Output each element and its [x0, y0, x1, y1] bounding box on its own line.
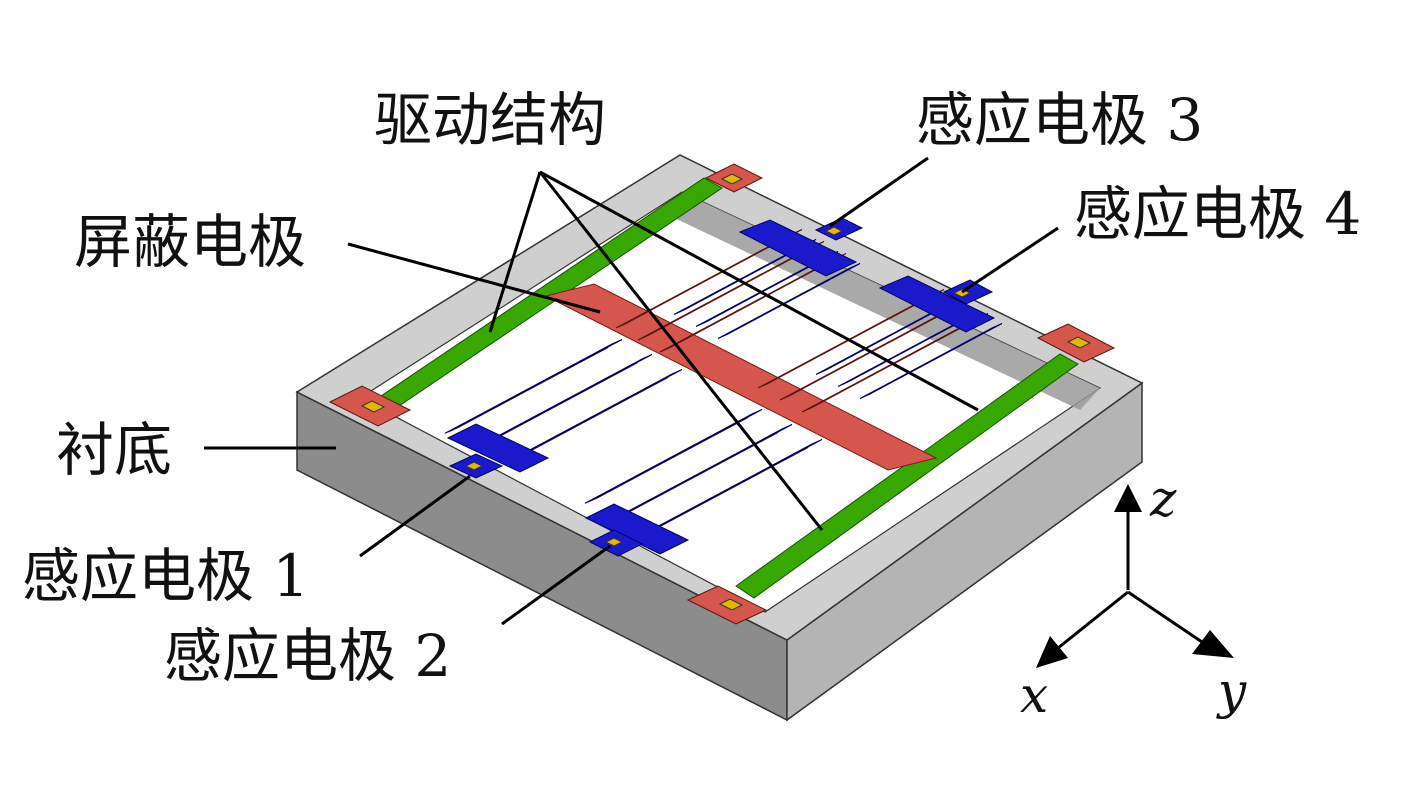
anchor-pads: [328, 163, 1116, 625]
leader-sense4: [961, 226, 1059, 294]
axis-y-arrow: [1192, 630, 1234, 658]
sense-pad-1: [448, 453, 504, 479]
sense-electrodes: [444, 219, 1003, 555]
drive-beam-2: [735, 353, 1079, 599]
leader-drive-c: [539, 170, 979, 412]
sense-3-bar: [738, 219, 858, 277]
leader-sense1: [359, 474, 471, 558]
sense-1-finger: [444, 339, 623, 434]
leader-shield: [347, 242, 601, 314]
leader-drive-a: [488, 171, 542, 333]
label-shield-electrode: 屏蔽电极: [74, 208, 306, 276]
axis-z-arrow: [1114, 484, 1142, 512]
label-sense-electrode-4: 感应电极 4: [1074, 180, 1361, 248]
leader-sense2: [501, 544, 611, 626]
sense-pad-3: [814, 217, 864, 241]
shield-finger: [615, 229, 803, 329]
axis-x-arrow: [1036, 636, 1068, 668]
shield-finger: [637, 241, 825, 341]
sense-pad-2: [588, 529, 644, 557]
label-substrate: 衬底: [56, 416, 172, 484]
sense-1-bar: [446, 423, 550, 473]
axis-y-line: [1127, 590, 1203, 644]
shield-finger: [757, 289, 945, 389]
label-sense-electrode-2: 感应电极 2: [164, 622, 451, 690]
sense-4-finger: [859, 323, 1003, 399]
label-sense-electrode-3: 感应电极 3: [916, 86, 1203, 154]
label-drive-structure: 驱动结构: [374, 86, 606, 154]
anchor-pad-top: [704, 163, 764, 193]
leader-lines: [204, 156, 1059, 626]
axis-x-line: [1057, 590, 1129, 650]
leader-sense3: [829, 156, 929, 228]
anchor-pad-left: [328, 385, 412, 427]
shield-spine: [544, 283, 938, 471]
sense-4-bar: [878, 275, 996, 333]
anchor-pad-bottom: [686, 585, 768, 625]
sense-2-finger: [584, 409, 763, 504]
axis-x-label: x: [1020, 666, 1048, 724]
sense-3-finger: [717, 263, 861, 339]
anchor-pad-right: [1036, 323, 1116, 363]
label-sense-electrode-1: 感应电极 1: [22, 542, 309, 610]
labels: 驱动结构 屏蔽电极 衬底 感应电极 1 感应电极 2 感应电极 3 感应电极 4: [22, 86, 1361, 690]
axes-triad: z x y: [1020, 470, 1247, 724]
drive-structure: [377, 177, 1079, 599]
axis-z-label: z: [1149, 470, 1177, 528]
axis-y-label: y: [1216, 662, 1247, 720]
leader-drive-b: [538, 171, 824, 531]
